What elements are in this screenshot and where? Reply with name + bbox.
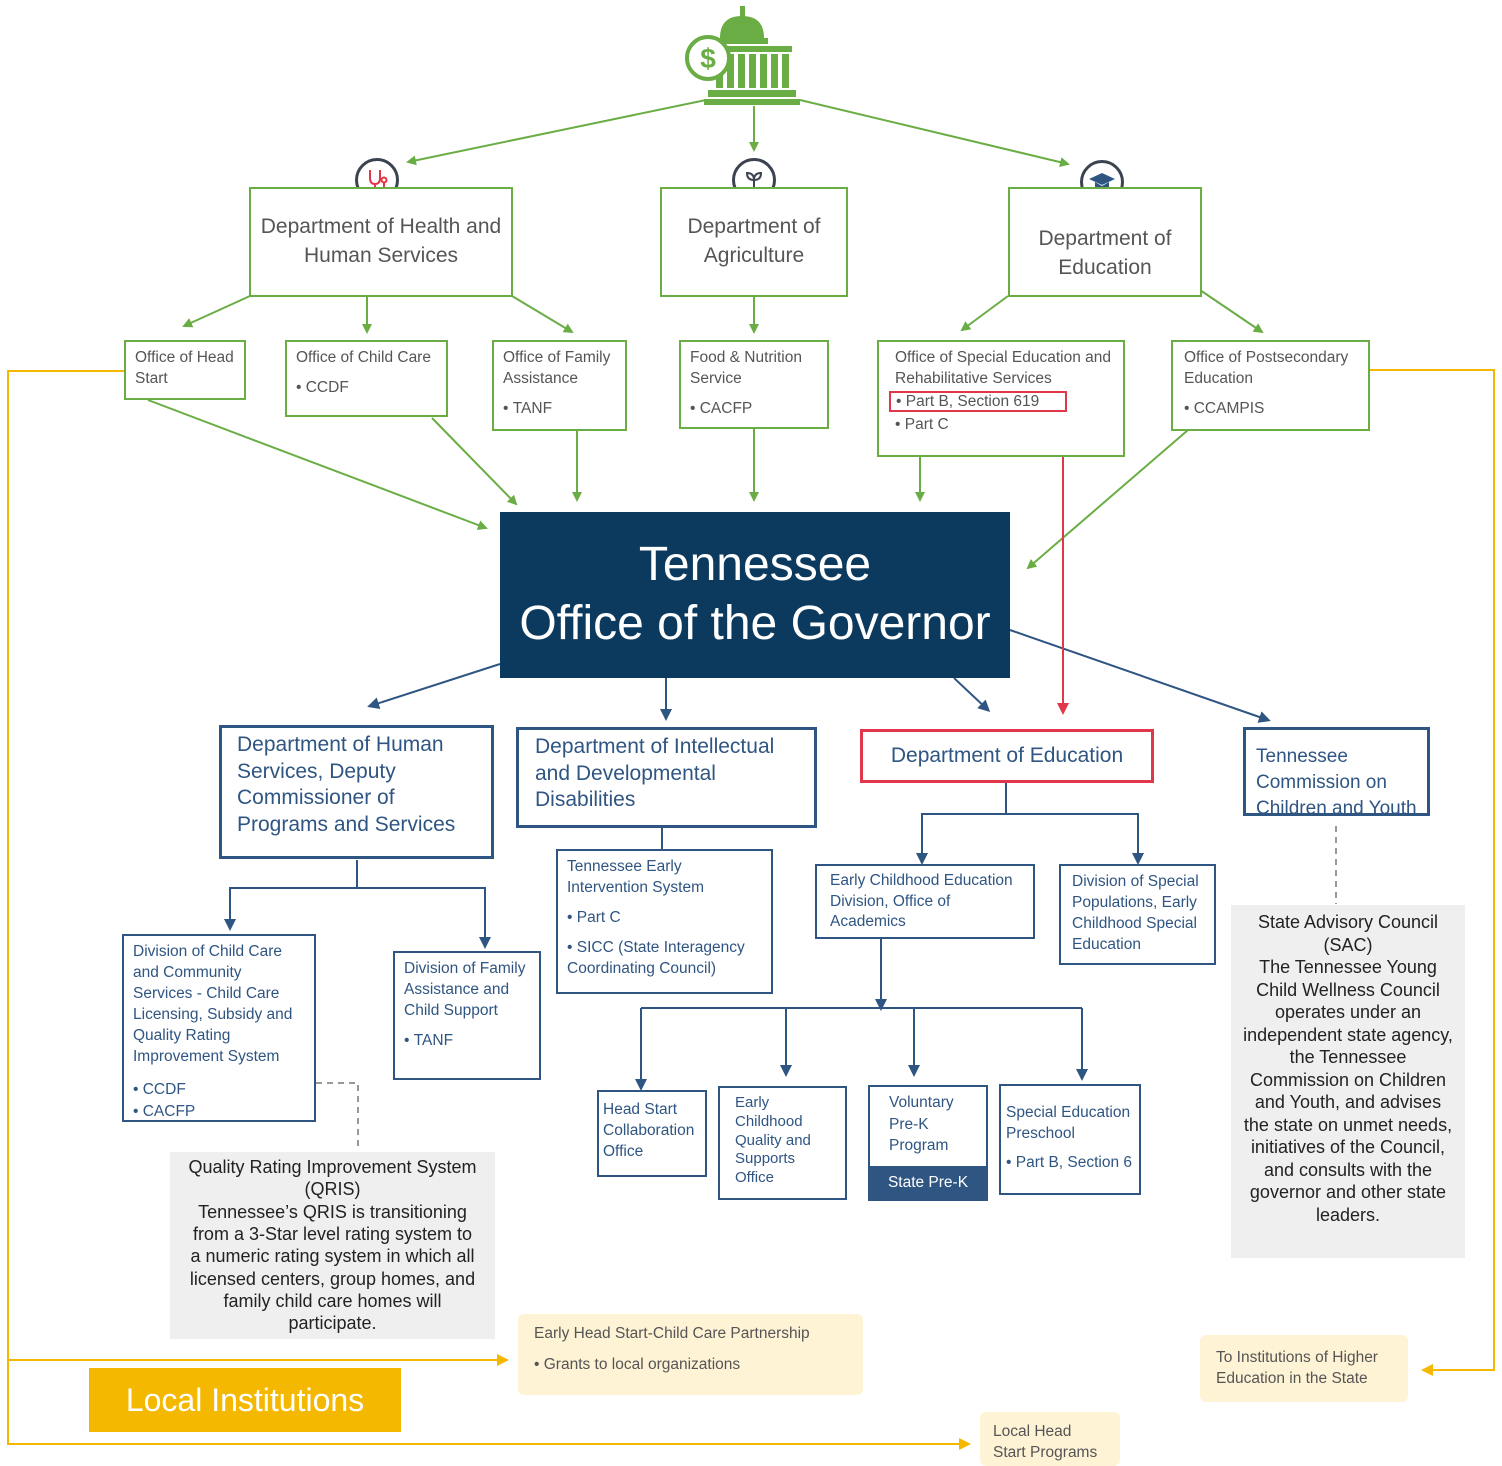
office-special-ed-item-619: Part B, Section 619 (889, 391, 1067, 413)
quality-supports-office-box: Early Childhood Quality and Supports Off… (718, 1086, 847, 1200)
qris-note-title: Quality Rating Improvement System (QRIS) (188, 1157, 477, 1200)
office-special-ed-box: Office of Special Education and Rehabili… (877, 340, 1125, 457)
state-idd-box: Department of Intellectual and Developme… (516, 727, 817, 828)
office-postsecondary-title: Office of Postsecondary Education (1184, 349, 1349, 388)
office-head-start-title: Office of Head Start (135, 349, 234, 388)
state-education-box: Department of Education (860, 729, 1154, 783)
sac-note-body: The Tennessee Young Child Wellness Counc… (1243, 957, 1453, 1225)
qris-note-body: Tennessee’s QRIS is transitioning from a… (189, 1201, 476, 1334)
quality-supports-office-title: Early Childhood Quality and Supports Off… (735, 1094, 811, 1186)
office-postsecondary-item: CCAMPIS (1184, 398, 1359, 419)
state-idd-title: Department of Intellectual and Developme… (535, 735, 775, 812)
higher-ed-title: To Institutions of Higher Education in t… (1216, 1349, 1378, 1388)
federal-education-title: Department of Education (1038, 227, 1172, 279)
office-special-ed-title: Office of Special Education and Rehabili… (895, 349, 1111, 388)
prek-title: Voluntary Pre-K Program (889, 1094, 954, 1155)
state-commission-title: Tennessee Commission on Children and You… (1256, 746, 1417, 820)
local-institutions-text: Local Institutions (125, 1381, 365, 1418)
svg-text:$: $ (700, 43, 716, 74)
teis-item-partc: Part C (567, 907, 762, 928)
ehs-partnership-box: Early Head Start-Child Care Partnership … (518, 1314, 863, 1395)
stethoscope-icon (355, 158, 399, 202)
division-special-populations-box: Division of Special Populations, Early C… (1059, 864, 1216, 965)
office-child-care-title: Office of Child Care (296, 349, 431, 366)
state-human-services-box: Department of Human Services, Deputy Com… (219, 725, 494, 859)
division-family-assistance-item: TANF (404, 1030, 530, 1051)
office-family-assistance-item: TANF (503, 398, 616, 419)
food-nutrition-title: Food & Nutrition Service (690, 349, 802, 388)
local-institutions-label: Local Institutions (89, 1368, 401, 1432)
federal-education-box: Department of Education (1008, 187, 1202, 297)
division-family-assistance-box: Division of Family Assistance and Child … (393, 951, 541, 1080)
local-head-start-title: Local Head Start Programs (993, 1423, 1098, 1462)
prek-box: Voluntary Pre-K Program State Pre-K (868, 1085, 988, 1201)
federal-hhs-box: Department of Health and Human Services (249, 187, 513, 297)
early-childhood-division-title: Early Childhood Education Division, Offi… (830, 872, 1013, 931)
state-human-services-title: Department of Human Services, Deputy Com… (237, 733, 456, 836)
office-child-care-item: CCDF (296, 377, 437, 398)
division-child-care-box: Division of Child Care and Community Ser… (122, 934, 316, 1122)
teis-title: Tennessee Early Intervention System (567, 858, 704, 897)
ehs-partnership-title: Early Head Start-Child Care Partnership (534, 1325, 810, 1342)
governor-line1: Tennessee (638, 538, 872, 592)
head-start-collaboration-title: Head Start Collaboration Office (603, 1101, 695, 1161)
division-special-populations-title: Division of Special Populations, Early C… (1072, 873, 1199, 954)
prek-footer: State Pre-K (870, 1166, 986, 1199)
teis-box: Tennessee Early Intervention System Part… (556, 849, 773, 994)
sped-preschool-item: Part B, Section 6 (1006, 1152, 1134, 1173)
food-nutrition-item: CACFP (690, 398, 818, 419)
division-child-care-title: Division of Child Care and Community Ser… (133, 943, 293, 1066)
early-childhood-division-box: Early Childhood Education Division, Offi… (815, 864, 1035, 939)
division-child-care-item-cacfp: CACFP (133, 1101, 305, 1122)
sped-preschool-title: Special Education Preschool (1006, 1104, 1131, 1143)
higher-ed-box: To Institutions of Higher Education in t… (1200, 1335, 1408, 1402)
office-family-assistance-box: Office of Family Assistance TANF (492, 340, 627, 431)
governor-line2: Office of the Governor (519, 597, 991, 650)
head-start-collaboration-box: Head Start Collaboration Office (597, 1090, 707, 1177)
division-family-assistance-title: Division of Family Assistance and Child … (404, 960, 526, 1020)
governor-office-box: Tennessee Office of the Governor (500, 512, 1010, 678)
sac-note-title: State Advisory Council (SAC) (1257, 912, 1439, 955)
teis-item-sicc: SICC (State Interagency Coordinating Cou… (567, 937, 762, 979)
division-child-care-item-ccdf: CCDF (133, 1079, 305, 1100)
office-child-care-box: Office of Child Care CCDF (285, 340, 448, 417)
federal-agriculture-box: Department of Agriculture (660, 187, 848, 297)
qris-note: Quality Rating Improvement System (QRIS)… (170, 1152, 495, 1339)
state-education-title: Department of Education (890, 743, 1124, 767)
federal-hhs-title: Department of Health and Human Services (260, 215, 502, 267)
ehs-partnership-item: Grants to local organizations (534, 1354, 847, 1375)
federal-agriculture-title: Department of Agriculture (687, 215, 821, 267)
office-postsecondary-box: Office of Postsecondary Education CCAMPI… (1171, 340, 1370, 431)
local-head-start-box: Local Head Start Programs (980, 1412, 1120, 1466)
office-head-start-box: Office of Head Start (124, 340, 246, 400)
sped-preschool-box: Special Education Preschool Part B, Sect… (999, 1084, 1141, 1195)
capitol-dollar-icon: $ (685, 6, 800, 105)
sac-note: State Advisory Council (SAC) The Tenness… (1231, 905, 1465, 1258)
state-commission-box: Tennessee Commission on Children and You… (1243, 727, 1430, 820)
food-nutrition-box: Food & Nutrition Service CACFP (679, 340, 829, 429)
office-special-ed-item-partc: Part C (895, 414, 1114, 435)
office-family-assistance-title: Office of Family Assistance (503, 349, 611, 388)
